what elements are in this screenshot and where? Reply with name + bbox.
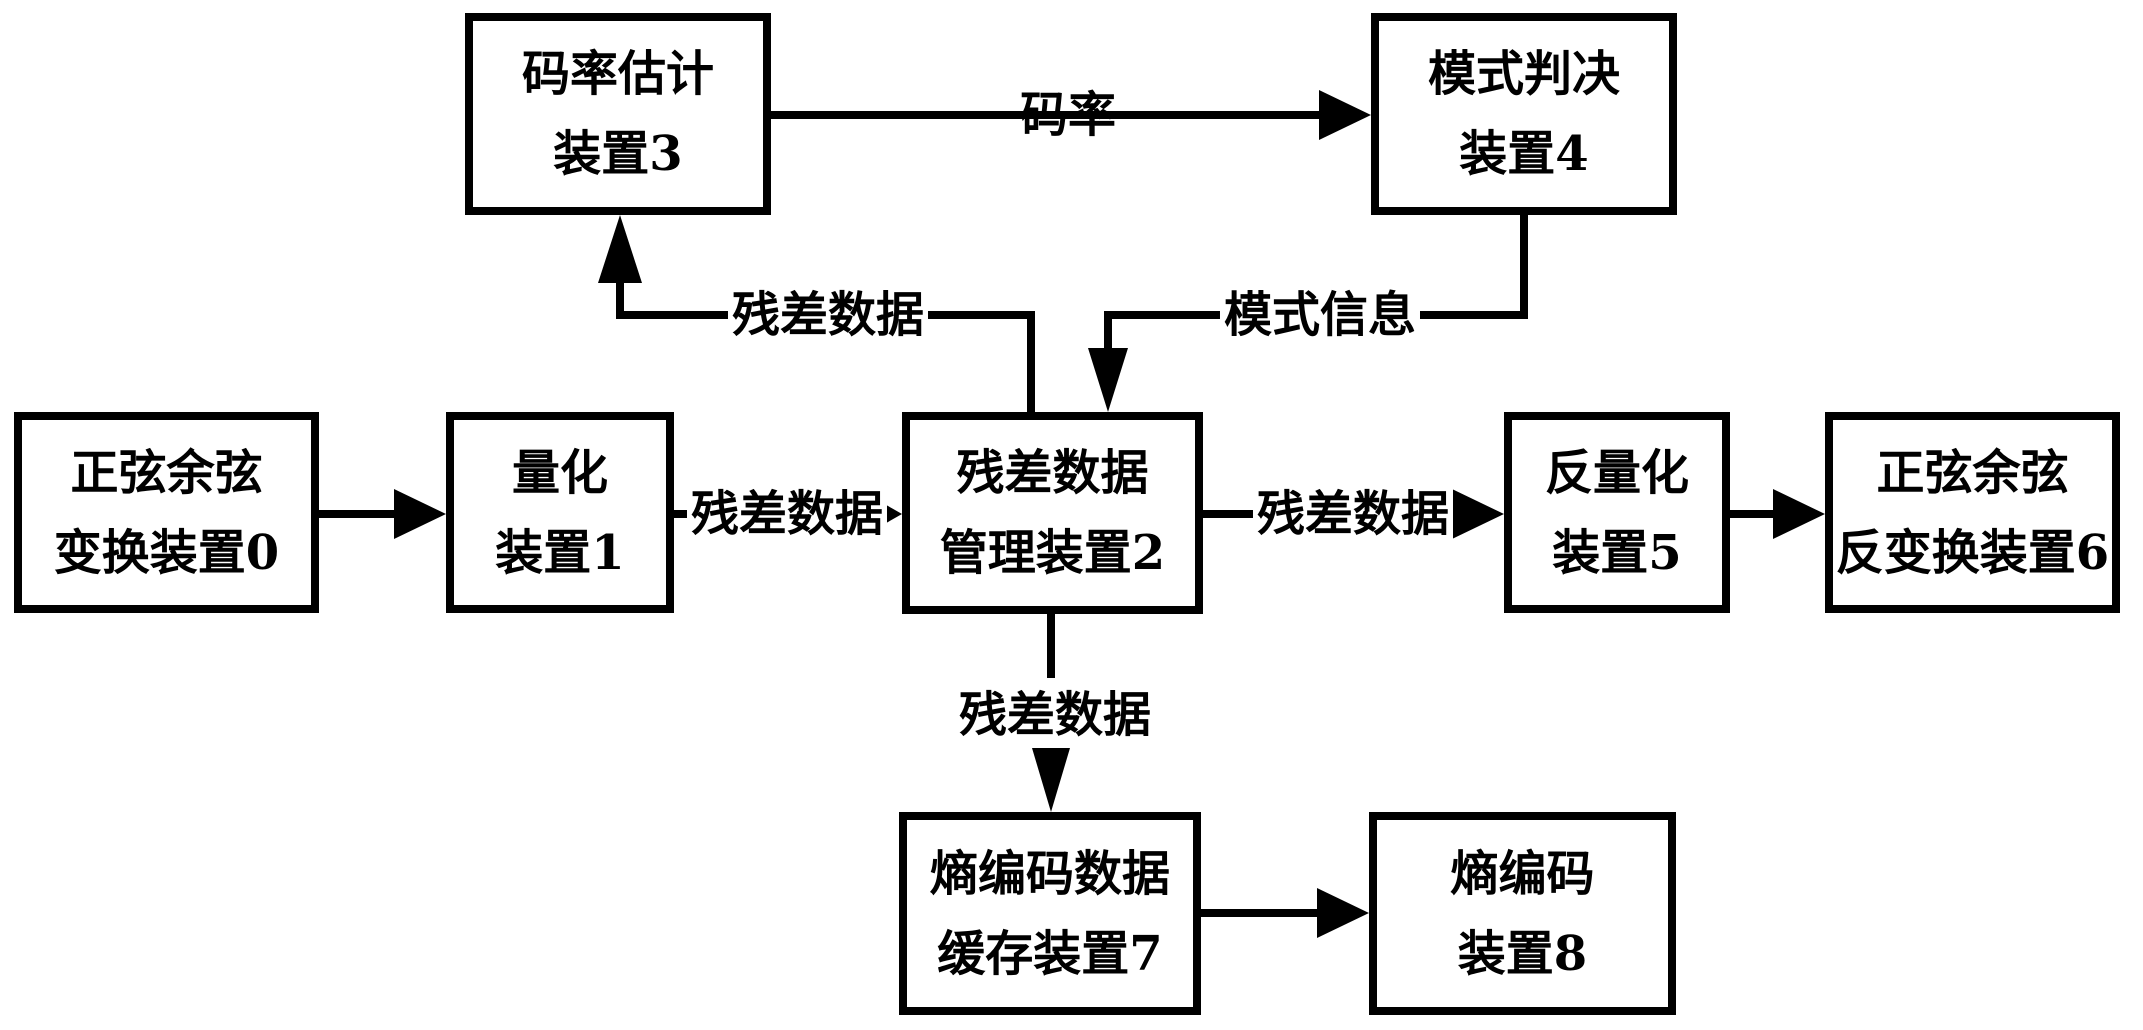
line-mode-info-stub — [1104, 311, 1112, 353]
line-buffer-to-entropy-coder — [1201, 909, 1321, 917]
arrowhead-into-entropy-coder-icon — [1317, 888, 1369, 938]
line-manager-bottom-stub — [1047, 612, 1055, 678]
arrowhead-into-entropy-buffer-icon — [1032, 748, 1070, 812]
box-rate-estimation-line1: 码率估计 — [521, 46, 714, 102]
box-entropy-buffer-line2: 缓存装置7 — [937, 925, 1163, 982]
box-inverse-transform-line2: 反变换装置6 — [1835, 524, 2110, 581]
box-sine-cosine-transform-device-0: 正弦余弦 变换装置0 — [14, 412, 319, 613]
box-mode-decision-device-4: 模式判决 装置4 — [1371, 13, 1677, 215]
line-rate-estimator-to-mode-decision — [771, 111, 1323, 119]
line-into-estimator-stub — [616, 276, 624, 319]
box-residual-data-management-device-2: 残差数据 管理装置2 — [902, 412, 1203, 614]
arrowhead-into-mode-decision-icon — [1319, 90, 1371, 140]
box-residual-mgmt-line1: 残差数据 — [956, 445, 1149, 501]
box-entropy-coding-device-8: 熵编码 装置8 — [1369, 812, 1676, 1015]
line-transform-to-quantization — [319, 510, 399, 518]
arrowhead-mode-info-into-manager-icon — [1088, 348, 1128, 412]
edge-label-residual-to-estimator: 残差数据 — [727, 287, 929, 343]
arrowhead-into-inverse-transform-icon — [1773, 489, 1825, 539]
box-quantization-line1: 量化 — [511, 444, 608, 501]
edge-label-residual-manager-to-dequant: 残差数据 — [1252, 486, 1454, 542]
arrowhead-into-dequantization-icon — [1452, 489, 1504, 539]
edge-label-residual-manager-to-buffer: 残差数据 — [958, 687, 1152, 743]
edge-label-mode-info: 模式信息 — [1219, 287, 1421, 343]
line-mode-decision-drop — [1520, 213, 1528, 319]
box-mode-decision-line2: 装置4 — [1459, 126, 1589, 182]
box-rate-estimation-device-3: 码率估计 装置3 — [465, 13, 771, 215]
line-manager-top-riser — [1027, 311, 1035, 414]
box-residual-mgmt-line2: 管理装置2 — [939, 525, 1166, 581]
line-dequantization-to-inverse-transform — [1729, 510, 1777, 518]
box-dequantization-device-5: 反量化 装置5 — [1504, 412, 1730, 613]
box-entropy-coding-data-buffer-device-7: 熵编码数据 缓存装置7 — [899, 812, 1201, 1015]
box-transform-line2: 变换装置0 — [53, 524, 280, 581]
box-sine-cosine-inverse-transform-device-6: 正弦余弦 反变换装置6 — [1825, 412, 2120, 613]
box-entropy-coding-line1: 熵编码 — [1450, 845, 1595, 902]
box-dequantization-line2: 装置5 — [1552, 524, 1682, 581]
box-dequantization-line1: 反量化 — [1544, 444, 1689, 501]
box-quantization-device-1: 量化 装置1 — [446, 412, 674, 613]
box-quantization-line2: 装置1 — [495, 524, 625, 581]
edge-label-residual-quant-to-manager: 残差数据 — [686, 486, 888, 542]
arrowhead-into-quantization-icon — [394, 489, 446, 539]
box-entropy-buffer-line1: 熵编码数据 — [929, 845, 1170, 902]
box-entropy-coding-line2: 装置8 — [1457, 925, 1588, 982]
box-transform-line1: 正弦余弦 — [70, 444, 263, 501]
box-inverse-transform-line1: 正弦余弦 — [1876, 444, 2069, 501]
box-mode-decision-line1: 模式判决 — [1427, 46, 1620, 102]
box-rate-estimation-line2: 装置3 — [553, 126, 683, 182]
edge-label-bitrate: 码率 — [1019, 87, 1117, 143]
arrowhead-into-rate-estimator-icon — [598, 215, 642, 283]
